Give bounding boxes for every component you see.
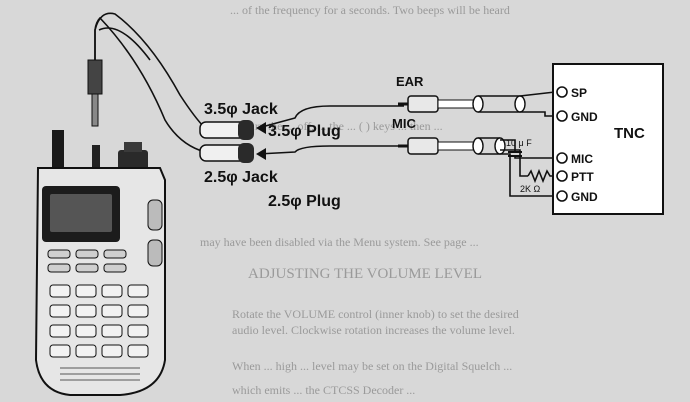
label-ear: EAR	[396, 74, 424, 89]
antenna	[52, 130, 64, 168]
cable-to-35-jack	[94, 12, 206, 129]
terminal-ptt	[556, 170, 568, 182]
label-25-plug: 2.5φ Plug	[268, 193, 341, 210]
cable-split	[98, 27, 151, 61]
main-plug-body	[87, 59, 103, 95]
side-button-1	[147, 199, 163, 231]
bg-text-line-7: When ... high ... level may be set on th…	[232, 359, 512, 373]
side-button-2	[147, 239, 163, 267]
bg-text-line-4: ADJUSTING THE VOLUME LEVEL	[248, 266, 482, 282]
bg-text-line-8: which emits ... the CTCSS Decoder ...	[232, 383, 415, 397]
bg-text-line-1: ... of the frequency for a seconds. Two …	[230, 3, 510, 17]
arrow-25-plug-to-jack	[257, 145, 404, 155]
terminal-gnd-top-label: GND	[571, 110, 598, 124]
arrow-35-plug-to-jack	[257, 105, 404, 129]
bg-text-line-2: To turn the ... off, ... the ... ( ) key…	[230, 119, 443, 133]
mic-shielded-cable	[472, 137, 555, 197]
wire-to-tnc-mic	[514, 156, 555, 159]
bg-text-line-3: may have been disabled via the Menu syst…	[200, 235, 479, 249]
function-keys	[47, 249, 127, 273]
label-mic: MIC	[392, 116, 416, 131]
plug-35	[398, 95, 479, 113]
terminal-gnd-top	[556, 110, 568, 122]
label-resistor: 2K Ω	[520, 184, 541, 194]
jack-35	[199, 120, 254, 140]
terminal-mic	[556, 152, 568, 164]
label-35-jack: 3.5φ Jack	[204, 101, 278, 118]
wire-to-gnd-bottom	[500, 153, 555, 197]
ear-shielded-cable	[472, 91, 556, 117]
bg-text-line-6: audio level. Clockwise rotation increase…	[232, 323, 515, 337]
connection-arrows	[256, 105, 404, 160]
radio-illustration	[34, 130, 166, 396]
knob-top	[124, 142, 142, 152]
terminal-gnd-bottom-label: GND	[571, 190, 598, 204]
tnc-box: TNC SP GND MIC PTT GND	[552, 63, 664, 215]
terminal-gnd-bottom	[556, 190, 568, 202]
resistor-zigzag	[527, 168, 555, 184]
jack-25	[199, 143, 254, 163]
plug-25	[398, 137, 479, 155]
bg-text-line-5: Rotate the VOLUME control (inner knob) t…	[232, 307, 519, 321]
label-capacitor: 10 μ F	[506, 138, 532, 148]
terminal-sp-label: SP	[571, 86, 587, 100]
main-plug-tip	[91, 93, 99, 127]
y-cable	[87, 12, 206, 153]
label-25-jack: 2.5φ Jack	[204, 169, 278, 186]
wire-to-gnd-top	[520, 111, 555, 117]
tnc-label: TNC	[614, 125, 645, 142]
radio-jack-plug	[92, 145, 100, 167]
speaker-grille	[60, 367, 140, 381]
terminal-ptt-label: PTT	[571, 170, 594, 184]
keypad	[49, 284, 149, 358]
background-text: ... of the frequency for a seconds. Two …	[200, 3, 519, 397]
terminal-mic-label: MIC	[571, 152, 593, 166]
wire-to-sp	[519, 91, 556, 97]
cable-to-25-jack	[94, 16, 206, 153]
terminal-sp	[556, 86, 568, 98]
radio-screen	[50, 194, 112, 232]
label-35-plug: 3.5φ Plug	[268, 123, 341, 140]
